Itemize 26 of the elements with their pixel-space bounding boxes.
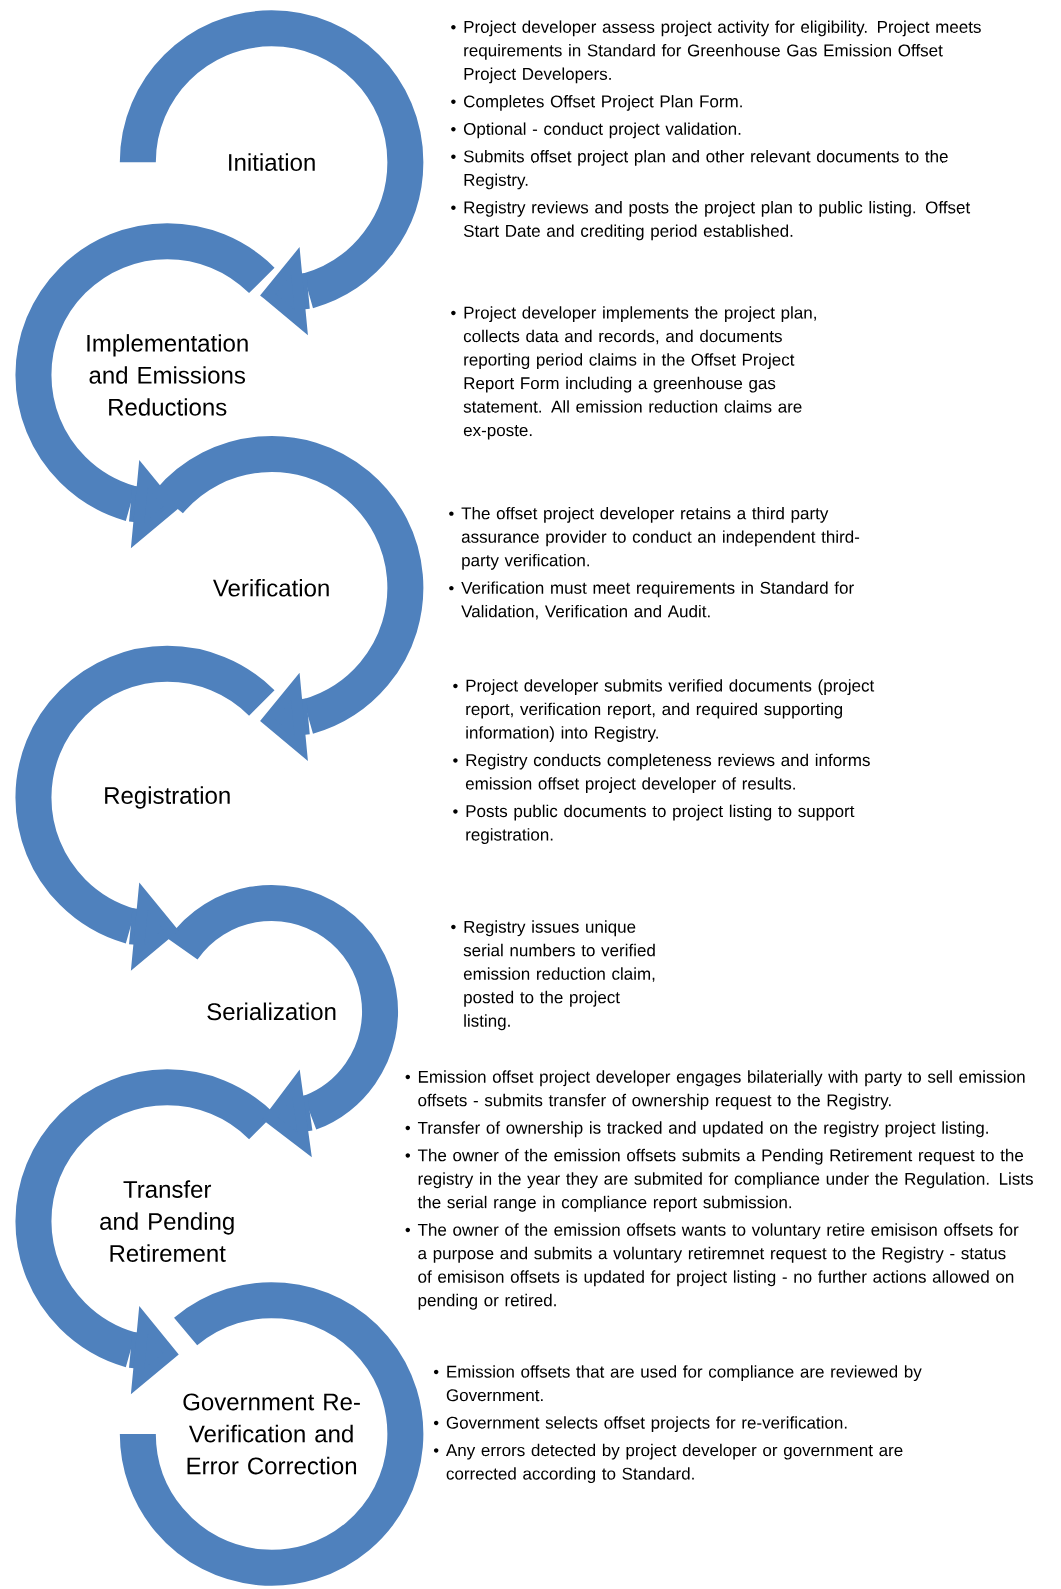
bullet-item: Government selects offset projects for re-verification. <box>433 1416 847 1433</box>
bullet-item: Optional - conduct project validation. <box>451 122 741 139</box>
bullet-item: Project developer submits verified documents (project report, verification report, and required supporting information) into Registry. <box>453 679 875 742</box>
bullet-item: Completes Offset Project Plan Form. <box>451 94 742 111</box>
stage-label: Initiation <box>229 153 315 171</box>
bullet-item: The owner of the emission offsets wants to voluntary retire emisison offsets for a purpose and submits a voluntary retiremnet request to the Registry - status of emisison offsets is updated for project listing - no further actions allowed on pending or retired. <box>405 1223 1019 1310</box>
bullet-item: Any errors detected by project developer or government are corrected according to Standard. <box>433 1443 903 1484</box>
stage-label: Registration <box>105 786 230 809</box>
bullet-item: Project developer implements the project plan, collects data and records, and documents reporting period claims in the Offset Project Report Form including a greenhouse gas statement. All emission reduction claims are ex-poste. <box>451 306 816 440</box>
stage-label: Serialization <box>207 1002 336 1021</box>
bullet-item: Registry conducts completeness reviews and informs emission offset project developer of results. <box>453 753 870 793</box>
bullet-item: Registry reviews and posts the project plan to public listing. Offset Start Date and crediting period established. <box>451 200 971 241</box>
bullet-item: The offset project developer retains a third party assurance provider to conduct an independent third-party verification. <box>449 506 860 570</box>
bullet-item: Posts public documents to project listing to support registration. <box>453 804 855 844</box>
bullet-item: Verification must meet requirements in Standard for Validation, Verification and Audit. <box>449 581 854 620</box>
stage-label: Government Re-Verification and Error Correction <box>183 1393 360 1475</box>
bullet-item: Submits offset project plan and other relevant documents to the Registry. <box>451 149 948 190</box>
stage-label: Transfer and Pending Retirement <box>100 1180 234 1262</box>
bullet-item: Registry issues unique serial numbers to verified emission reduction claim, posted to the project listing. <box>451 920 655 1031</box>
stage-label: Verification <box>213 578 329 597</box>
bullet-item: Emission offsets that are used for compliance are reviewed by Government. <box>433 1365 922 1402</box>
bullet-item: Project developer assess project activity for eligibility. Project meets requirements in Standard for Greenhouse Gas Emission Offset Project Developers. <box>451 20 981 84</box>
bullet-item: Transfer of ownership is tracked and updated on the registry project listing. <box>405 1121 988 1138</box>
bullet-item: Emission offset project developer engages bilaterially with party to sell emission offsets - submits transfer of ownership request to the Registry. <box>405 1070 1025 1110</box>
bullet-item: The owner of the emission offsets submits a Pending Retirement request to the registry in the year they are submited for compliance under the Regulation. Lists the serial range in compliance report submission. <box>405 1148 1033 1212</box>
stage-label: Implementation and Emissions Reductions <box>87 334 248 416</box>
